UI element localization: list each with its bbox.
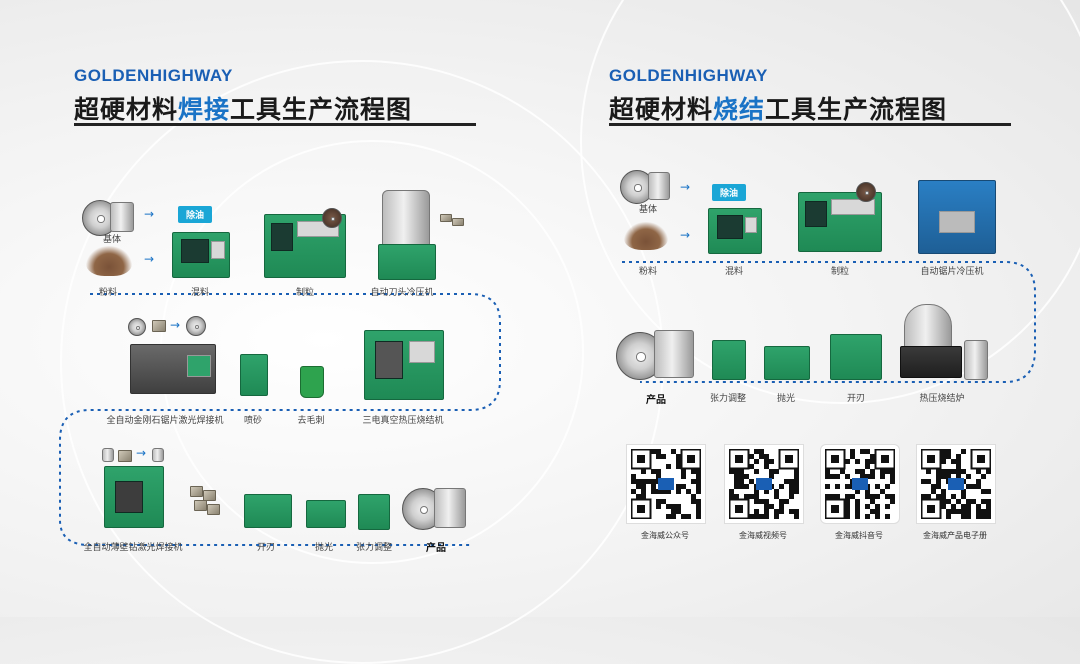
powder-pile-icon xyxy=(624,222,668,250)
label-polish-right: 抛光 xyxy=(776,394,796,404)
right-flow-path xyxy=(622,261,1036,383)
right-title-highlight: 烧结 xyxy=(713,95,766,124)
label-product-right: 产品 xyxy=(646,395,666,406)
substrate-core-icon xyxy=(648,172,670,200)
right-title-prefix: 超硬材料 xyxy=(609,95,714,124)
core-bit-icon xyxy=(152,448,164,462)
core-laser-weld-machine-icon xyxy=(104,466,164,528)
arrow-right-icon: → xyxy=(680,180,691,194)
qr-douyin-account[interactable]: 金海威抖音号 xyxy=(820,444,900,541)
left-title-highlight: 焊接 xyxy=(178,95,231,124)
tag-degrease: 除油 xyxy=(178,206,213,223)
tension-machine-icon xyxy=(358,494,390,530)
right-brand: GOLDENHIGHWAY xyxy=(609,66,768,85)
product-core-icon xyxy=(654,330,694,378)
right-title: 超硬材料烧结工具生产流程图 xyxy=(609,90,947,126)
blade-icon xyxy=(186,316,206,336)
mixer-machine-icon xyxy=(708,208,762,254)
label-mixing: 混料 xyxy=(190,288,210,298)
qr-code-icon xyxy=(820,444,900,524)
qr-code-icon xyxy=(626,444,706,524)
polish-machine-icon xyxy=(764,346,810,380)
arrow-right-icon: → xyxy=(170,318,181,332)
arrow-right-icon: → xyxy=(680,228,691,242)
sharpen-machine-icon xyxy=(244,494,292,528)
tension-machine-icon xyxy=(712,340,746,380)
segment-pile-icon xyxy=(203,490,216,501)
control-cabinet-icon xyxy=(964,340,988,380)
cold-press-base-icon xyxy=(378,244,436,280)
left-title-underline xyxy=(74,123,476,126)
product-core-icon xyxy=(434,488,466,528)
arrow-right-icon: → xyxy=(144,252,155,266)
sandblast-machine-icon xyxy=(240,354,268,396)
segment-block-icon xyxy=(152,320,166,332)
left-title: 超硬材料焊接工具生产流程图 xyxy=(74,90,412,126)
label-vacuum-sinter: 三电真空热压烧结机 xyxy=(362,416,444,426)
label-laser-weld: 全自动金刚石锯片激光焊接机 xyxy=(106,416,224,426)
qr-official-account[interactable]: 金海威公众号 xyxy=(626,444,706,541)
qr-label: 金海威产品电子册 xyxy=(923,531,987,540)
segment-block-icon xyxy=(440,214,452,222)
granule-ball-icon xyxy=(856,182,876,202)
qr-video-account[interactable]: 金海威视频号 xyxy=(724,444,804,541)
granule-ball-icon xyxy=(322,208,342,228)
left-brand: GOLDENHIGHWAY xyxy=(74,66,233,85)
left-title-prefix: 超硬材料 xyxy=(74,95,179,124)
label-substrate-right: 基体 xyxy=(638,205,658,215)
left-flow-path xyxy=(59,293,501,546)
segment-pile-icon xyxy=(207,504,220,515)
blade-icon xyxy=(128,318,146,336)
label-cold-press: 自动刀头冷压机 xyxy=(370,288,434,298)
label-tension: 张力调整 xyxy=(355,543,393,553)
label-granulating: 制粒 xyxy=(295,288,315,298)
qr-label: 金海威抖音号 xyxy=(835,531,883,540)
label-granulating-right: 制粒 xyxy=(830,267,850,277)
tag-degrease-right: 除油 xyxy=(712,184,747,201)
vacuum-sinter-machine-icon xyxy=(364,330,444,400)
label-deburr: 去毛刺 xyxy=(297,416,325,426)
label-sharpen-right: 开刃 xyxy=(846,394,866,404)
qr-label: 金海威公众号 xyxy=(641,531,689,540)
label-core-laser: 全自动薄壁钻激光焊接机 xyxy=(83,543,183,553)
laser-weld-machine-icon xyxy=(130,344,216,394)
qr-product-brochure[interactable]: 金海威产品电子册 xyxy=(916,444,996,541)
polish-machine-icon xyxy=(306,500,346,528)
label-sandblast: 喷砂 xyxy=(243,416,263,426)
label-substrate: 基体 xyxy=(102,235,122,245)
label-product: 产品 xyxy=(426,543,446,554)
cold-press-machine-icon xyxy=(382,190,430,248)
label-mixing-right: 混料 xyxy=(724,267,744,277)
label-powder: 粉料 xyxy=(98,288,118,298)
substrate-core-icon xyxy=(110,202,134,232)
segment-block-icon xyxy=(452,218,464,226)
right-title-underline xyxy=(609,123,1011,126)
right-title-suffix: 工具生产流程图 xyxy=(765,95,948,124)
deburr-bin-icon xyxy=(300,366,324,398)
label-cold-press-right: 自动锯片冷压机 xyxy=(920,267,984,277)
label-powder-right: 粉料 xyxy=(638,267,658,277)
hot-press-base-icon xyxy=(900,346,962,378)
mixer-machine-icon xyxy=(172,232,230,278)
qr-code-icon xyxy=(916,444,996,524)
qr-code-icon xyxy=(724,444,804,524)
saw-cold-press-machine-icon xyxy=(918,180,996,254)
granulator-machine-icon xyxy=(798,192,882,252)
left-title-suffix: 工具生产流程图 xyxy=(230,95,413,124)
label-hot-press: 热压烧结炉 xyxy=(919,394,965,404)
segment-pile-icon xyxy=(194,500,207,511)
hot-press-furnace-icon xyxy=(904,304,952,350)
core-bit-icon xyxy=(102,448,114,462)
label-tension-right: 张力调整 xyxy=(709,394,747,404)
sharpen-machine-icon xyxy=(830,334,882,380)
label-polish: 抛光 xyxy=(314,543,334,553)
arrow-right-icon: → xyxy=(144,207,155,221)
segment-block-icon xyxy=(118,450,132,462)
segment-pile-icon xyxy=(190,486,203,497)
powder-pile-icon xyxy=(86,246,132,276)
qr-label: 金海威视频号 xyxy=(739,531,787,540)
label-sharpen: 开刃 xyxy=(256,543,276,553)
arrow-right-icon: → xyxy=(136,446,147,460)
